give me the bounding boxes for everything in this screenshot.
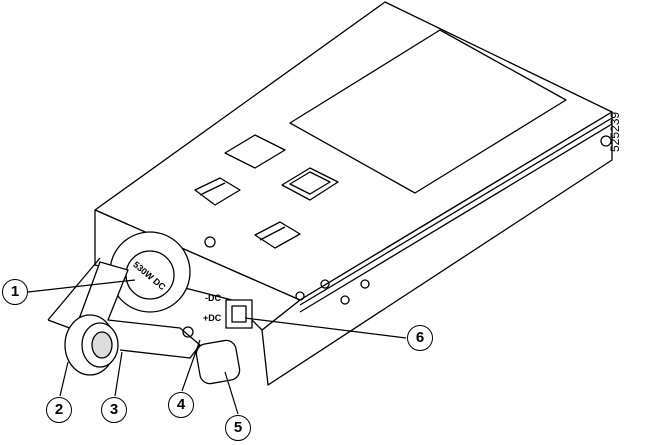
callout-3: 3 [101,397,127,423]
small-label [281,167,339,201]
top-label-panel [289,29,567,194]
dc-connector [225,299,253,329]
figure-number: 525239 [608,111,622,152]
status-led-cover [195,339,241,385]
positive-dc-label: +DC [203,313,222,323]
callout-1: 1 [2,279,28,305]
latch-1 [194,177,241,206]
latch-2 [254,221,301,249]
callout-5: 5 [225,415,251,441]
small-square [224,134,286,169]
callout-2: 2 [46,397,72,423]
callout-4: 4 [168,392,194,418]
callout-6: 6 [407,325,433,351]
negative-dc-label: -DC [205,293,221,303]
